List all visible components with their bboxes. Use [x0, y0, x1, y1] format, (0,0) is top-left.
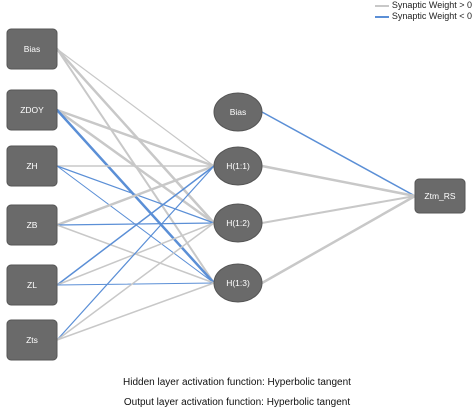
output-activation-note: Output layer activation function: Hyperb… — [123, 397, 351, 408]
connection-zl-to-h2 — [56, 222, 215, 286]
legend-swatch-negative — [374, 15, 389, 18]
node-layer: BiasZDOYZHZBZLZtsBiasH(1:1)H(1:2)H(1:3)Z… — [6, 28, 466, 361]
node-label-bias_h: Bias — [230, 107, 247, 117]
node-shape-zb — [6, 204, 58, 246]
node-shape-h2 — [213, 203, 263, 243]
node-label-zb: ZB — [27, 220, 38, 230]
node-shape-bias_h — [213, 92, 263, 132]
node-shape-zdoy — [6, 89, 58, 131]
node-zts: Zts — [6, 319, 58, 361]
connection-bias_h-to-out — [261, 111, 416, 197]
connection-zts-to-h3 — [56, 282, 215, 341]
legend-item-positive: Synaptic Weight > 0 — [374, 0, 472, 11]
legend-label-negative: Synaptic Weight < 0 — [391, 11, 472, 21]
node-zb: ZB — [6, 204, 58, 246]
connection-h1-to-out — [260, 164, 417, 198]
node-label-zdoy: ZDOY — [20, 105, 44, 115]
node-label-h3: H(1:3) — [226, 278, 250, 288]
legend-item-negative: Synaptic Weight < 0 — [374, 11, 472, 22]
node-shape-h1 — [213, 146, 263, 186]
connection-zl-to-h3 — [56, 282, 215, 286]
node-bias_in: Bias — [6, 28, 58, 70]
connection-bias_in-to-h2 — [55, 47, 216, 225]
node-shape-zh — [6, 145, 58, 187]
connection-zdoy-to-h1 — [55, 108, 216, 168]
node-bias_h: Bias — [213, 92, 263, 132]
node-label-zts: Zts — [26, 335, 38, 345]
node-h1: H(1:1) — [213, 146, 263, 186]
connection-zl-to-h1 — [56, 165, 215, 286]
connection-zb-to-h2 — [56, 222, 215, 226]
node-label-h1: H(1:1) — [226, 161, 250, 171]
node-h3: H(1:3) — [213, 263, 263, 303]
connection-zb-to-h1 — [55, 164, 216, 227]
node-h2: H(1:2) — [213, 203, 263, 243]
node-out: Ztm_RS — [414, 178, 466, 214]
connection-h2-to-out — [261, 195, 416, 224]
connection-bias_in-to-h1 — [56, 48, 215, 167]
node-shape-zts — [6, 319, 58, 361]
hidden-activation-note: Hidden layer activation function: Hyperb… — [123, 377, 351, 388]
node-shape-h3 — [213, 263, 263, 303]
node-label-zh: ZH — [26, 161, 37, 171]
connection-layer — [55, 47, 417, 341]
node-label-out: Ztm_RS — [424, 191, 456, 201]
legend-label-positive: Synaptic Weight > 0 — [391, 0, 472, 10]
connection-h3-to-out — [260, 194, 417, 285]
node-shape-out — [414, 178, 466, 214]
node-zh: ZH — [6, 145, 58, 187]
node-shape-bias_in — [6, 28, 58, 70]
node-zl: ZL — [6, 264, 58, 306]
connection-zts-to-h2 — [56, 222, 215, 341]
node-label-h2: H(1:2) — [226, 218, 250, 228]
legend: Synaptic Weight > 0 Synaptic Weight < 0 — [374, 0, 472, 22]
node-shape-zl — [6, 264, 58, 306]
connection-zts-to-h1 — [56, 165, 215, 341]
legend-swatch-positive — [374, 4, 389, 7]
node-zdoy: ZDOY — [6, 89, 58, 131]
node-label-bias_in: Bias — [24, 44, 41, 54]
node-label-zl: ZL — [27, 280, 37, 290]
